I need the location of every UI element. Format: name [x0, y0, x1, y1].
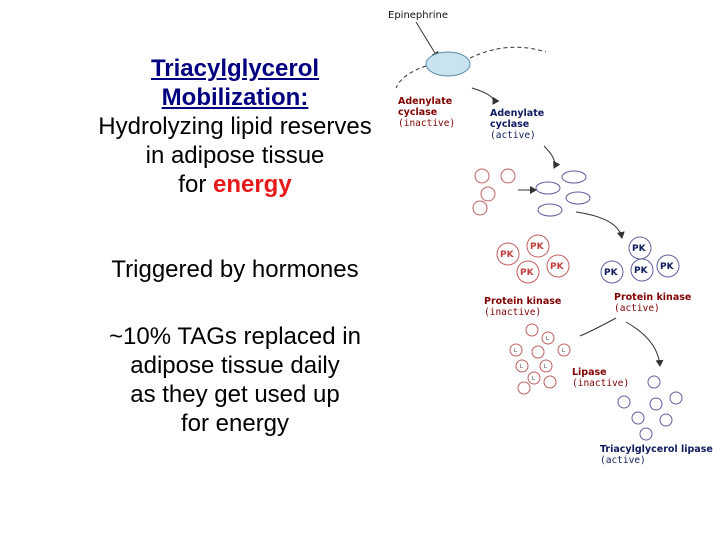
title-line-2[interactable]: Mobilization: — [161, 84, 309, 111]
lipase-inactive-state: (inactive) — [572, 378, 629, 389]
activation-arrow — [471, 87, 500, 105]
tag-line-4: for energy — [180, 410, 290, 437]
receptor-blob — [425, 51, 471, 77]
title-block: Triacylglycerol Mobilization: Hydrolyzin… — [60, 54, 410, 199]
trigger-line: Triggered by hormones — [111, 256, 359, 283]
tag-line-2: adipose tissue daily — [130, 352, 340, 379]
lipolysis-cascade-diagram: Epinephrine Adenylate cyclase (inactive)… — [388, 10, 713, 466]
membrane-line-left — [395, 65, 427, 89]
lipase-inactive-label: Lipase — [572, 367, 607, 378]
adenylate-active-label: Adenylate — [490, 108, 544, 119]
adenylate-inactive-label: Adenylate — [398, 96, 452, 107]
subtitle-for: for — [178, 171, 213, 198]
adenylate-active-label-2: cyclase — [490, 119, 529, 130]
tag-line-1: ~10% TAGs replaced in — [109, 323, 361, 350]
adenylate-inactive-label-2: cyclase — [398, 107, 437, 118]
l-labels: L L L L L L — [514, 336, 565, 382]
l-label-6: L — [532, 376, 535, 382]
subtitle-line-3: for energy — [60, 170, 410, 199]
pk-label-3: PK — [520, 268, 535, 278]
tag-lipase-label: Triacylglycerol lipase — [600, 444, 713, 455]
tag-replacement-text: ~10% TAGs replaced in adipose tissue dai… — [60, 322, 410, 438]
l-label-4: L — [520, 364, 523, 370]
epinephrine-label: Epinephrine — [388, 10, 448, 21]
lipase-inactive-group — [509, 323, 571, 395]
l-label-2: L — [514, 348, 517, 354]
epinephrine-arrow — [415, 21, 439, 59]
pk-inactive-state: (inactive) — [484, 307, 541, 318]
membrane-line-right — [469, 46, 547, 59]
pk-to-lipase-line — [579, 317, 617, 337]
l-label-5: L — [544, 364, 547, 370]
pk-active-label-3: PK — [604, 268, 619, 278]
pk-label-1: PK — [500, 250, 515, 260]
pk-active-group: PK PK PK PK — [600, 236, 680, 284]
lipase-activation-arrow — [625, 321, 664, 367]
adenylate-active-state: (active) — [490, 130, 536, 141]
camp-to-pk-arrow — [575, 211, 625, 239]
title-line-1[interactable]: Triacylglycerol — [150, 55, 320, 82]
pk-active-label: Protein kinase — [614, 292, 691, 303]
l-label-3: L — [562, 348, 565, 354]
adenylate-inactive-state: (inactive) — [398, 118, 455, 129]
tag-line-3: as they get used up — [130, 381, 340, 408]
pk-active-label-2: PK — [660, 262, 675, 272]
subtitle-line-1: Hydrolyzing lipid reserves — [98, 113, 372, 140]
pk-active-state: (active) — [614, 303, 660, 314]
energy-highlight: energy — [212, 171, 292, 198]
pk-inactive-label: Protein kinase — [484, 296, 561, 307]
lipase-active-group — [617, 375, 683, 441]
subtitle-line-2: in adipose tissue — [145, 142, 325, 169]
atp-conversion-arrow — [543, 145, 561, 169]
pk-label-4: PK — [550, 262, 565, 272]
pk-inactive-group: PK PK PK PK — [496, 234, 570, 284]
pk-active-label-4: PK — [634, 266, 649, 276]
trigger-text: Triggered by hormones — [60, 255, 410, 284]
l-label-1: L — [546, 336, 549, 342]
tag-lipase-state: (active) — [600, 455, 646, 466]
camp-group — [535, 170, 591, 217]
pk-active-label-1: PK — [632, 244, 647, 254]
atp-group — [472, 168, 516, 216]
pk-label-2: PK — [530, 242, 545, 252]
